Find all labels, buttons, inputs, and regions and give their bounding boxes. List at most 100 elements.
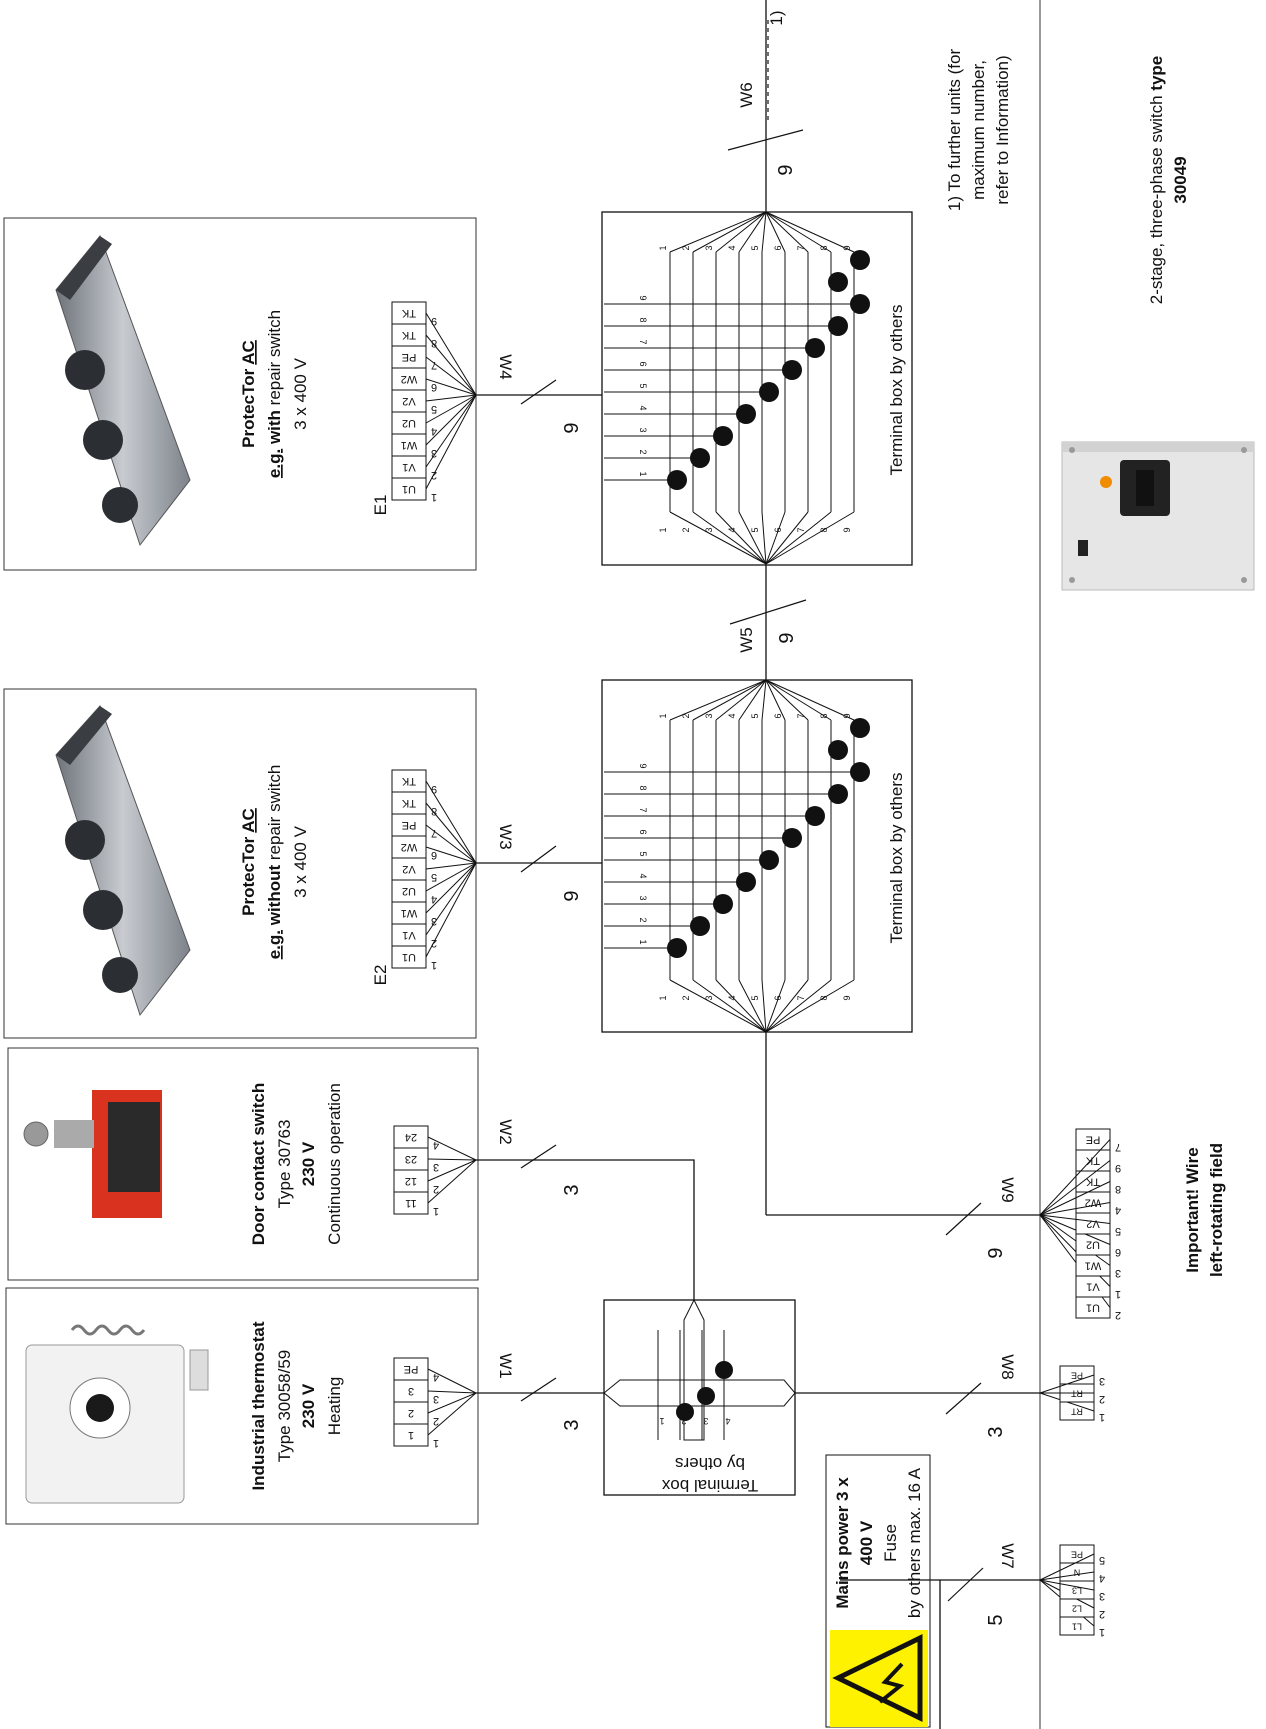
jumper-dot (667, 938, 687, 958)
box-fan (761, 979, 767, 1033)
pin-number: 3 (1099, 1590, 1105, 1602)
box-fan (692, 511, 767, 565)
jumper-dot (805, 806, 825, 826)
box-num-bottom: 9 (842, 527, 852, 532)
terminal-label: TK (401, 329, 416, 341)
terminal-label: RT (1071, 1389, 1083, 1399)
terminal-label: TK (401, 775, 416, 787)
box-num-top: 7 (796, 245, 806, 250)
small-jumper-dot (697, 1387, 715, 1405)
box-num-bottom: 6 (773, 995, 783, 1000)
fan-wire (427, 1159, 477, 1204)
box-fan (765, 211, 809, 253)
jumper-dot (805, 338, 825, 358)
box-fan (761, 511, 767, 565)
pin-number: 7 (431, 827, 437, 839)
pin-number: 6 (431, 849, 437, 861)
box-num-bottom: 3 (704, 995, 714, 1000)
svg-text:by others: by others (675, 1454, 745, 1473)
box-fan (765, 679, 786, 721)
box-num-bottom: 1 (658, 527, 668, 532)
fan-wire (425, 862, 477, 870)
w8-tag: W8 (998, 1354, 1017, 1380)
w4-tag: W4 (496, 354, 515, 380)
jumper-dot (713, 426, 733, 446)
svg-text:30049: 30049 (1171, 156, 1190, 203)
terminal-label: W2 (401, 373, 418, 385)
jumper-dot (828, 784, 848, 804)
pin-number: 1 (433, 1437, 439, 1449)
pin-number: 7 (431, 359, 437, 371)
pin-number: 7 (1115, 1141, 1121, 1153)
pin-number: 4 (433, 1139, 439, 1151)
box-bridge-num: 3 (638, 427, 648, 432)
box-bridge-num: 1 (638, 471, 648, 476)
pin-number: 9 (431, 783, 437, 795)
fan-wire (1039, 1553, 1095, 1581)
box-num-top: 1 (658, 713, 668, 718)
bus-lines (476, 0, 1040, 1729)
unit-e1-frame (3, 217, 477, 571)
box-num-top: 4 (727, 713, 737, 718)
terminal-label: N (1074, 1568, 1081, 1578)
terminal-label: L2 (1072, 1604, 1082, 1614)
box-bridge-num: 7 (638, 339, 648, 344)
fan-wire (427, 1392, 477, 1414)
terminal-label: V2 (1086, 1218, 1099, 1230)
fan-wire (425, 334, 477, 396)
small-num: 4 (725, 1416, 730, 1426)
box-fan (765, 211, 855, 253)
box-fan (765, 979, 786, 1033)
box-fan (669, 979, 767, 1033)
svg-text:Heating: Heating (325, 1377, 344, 1436)
jumper-dot (690, 448, 710, 468)
box-num-bottom: 2 (681, 995, 691, 1000)
terminal-label: 1 (408, 1429, 414, 1441)
jumper-dot (759, 850, 779, 870)
box-fan (738, 511, 767, 565)
pin-number: 9 (431, 315, 437, 327)
box-num-bottom: 4 (727, 527, 737, 532)
fan-wire (425, 846, 477, 864)
svg-text:ProtecTor AC: ProtecTor AC (239, 340, 258, 448)
box-fan (765, 679, 855, 721)
terminal-box-upper (601, 211, 913, 566)
box-num-top: 3 (704, 713, 714, 718)
pin-number: 2 (431, 469, 437, 481)
jumper-dot (736, 404, 756, 424)
jumper-dot (782, 828, 802, 848)
pin-number: 1 (431, 959, 437, 971)
pin-number: 1 (1099, 1411, 1105, 1423)
w2-tag: W2 (496, 1119, 515, 1145)
fan-wire (425, 394, 477, 424)
pin-number: 4 (431, 893, 437, 905)
box-fan (692, 211, 767, 253)
svg-text:Terminal box: Terminal box (661, 1476, 758, 1495)
jumper-dot (667, 470, 687, 490)
jumper-dot (850, 250, 870, 270)
box-bridge-num: 2 (638, 449, 648, 454)
terminal-label: W2 (1085, 1197, 1102, 1209)
three-phase-switch-photo (1061, 441, 1255, 591)
unit-e1-title: ProtecTor AC e.g. with repair switch 3 x… (239, 310, 310, 478)
pin-number: 2 (1115, 1309, 1121, 1321)
box-num-top: 8 (819, 245, 829, 250)
box-num-top: 2 (681, 245, 691, 250)
svg-text:2-stage, three-phase switch ty: 2-stage, three-phase switch type (1147, 56, 1166, 305)
terminal-box-upper-wiring: 111222333444555666777888999 (604, 211, 870, 565)
box-num-top: 8 (819, 713, 829, 718)
door-switch-photo (23, 1090, 162, 1218)
svg-text:Fuse: Fuse (881, 1524, 900, 1562)
box-bridge-num: 8 (638, 785, 648, 790)
door-switch-frame (7, 1047, 479, 1281)
box-fan (715, 511, 767, 565)
pin-number: 1 (1115, 1288, 1121, 1300)
w7-tag: W7 (998, 1543, 1017, 1569)
fan-wire (1039, 1139, 1111, 1216)
terminal-label: U1 (1086, 1302, 1100, 1314)
box-num-top: 7 (796, 713, 806, 718)
